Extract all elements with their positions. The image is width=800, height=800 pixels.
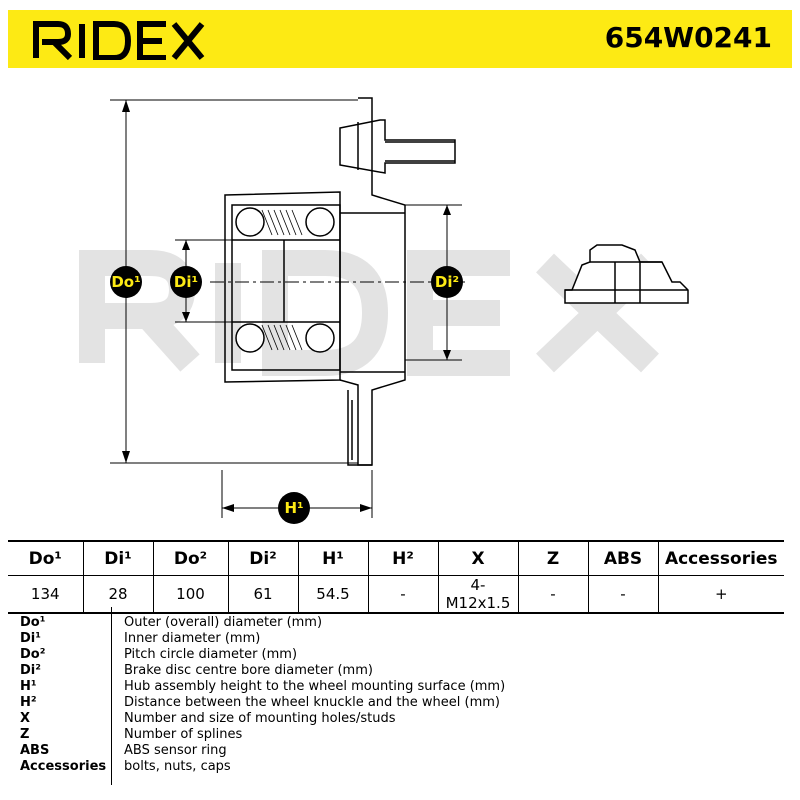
table-cell: 54.5 bbox=[297, 575, 368, 614]
legend-item: Accessories bolts, nuts, caps bbox=[8, 759, 792, 775]
legend-item: H¹ Hub assembly height to the wheel mount… bbox=[8, 679, 792, 695]
legend-abbr: H¹ bbox=[20, 679, 37, 694]
column-header: X bbox=[437, 540, 518, 576]
table-row: 134 28 100 61 54.5 - 4-M12x1.5 - - + bbox=[8, 575, 784, 614]
column-header: H² bbox=[367, 540, 438, 576]
legend-item: Do¹ Outer (overall) diameter (mm) bbox=[8, 615, 792, 631]
legend-desc: Pitch circle diameter (mm) bbox=[124, 647, 298, 662]
column-header: Do¹ bbox=[8, 540, 83, 576]
table-header-row: Do¹ Di¹ Do² Di² H¹ H² X Z ABS Accessorie… bbox=[8, 540, 784, 576]
column-header: Accessories bbox=[657, 540, 784, 576]
column-header: Z bbox=[517, 540, 588, 576]
di1-label: Di¹ bbox=[170, 266, 202, 298]
legend-desc: Outer (overall) diameter (mm) bbox=[124, 615, 323, 630]
column-header: Di¹ bbox=[82, 540, 153, 576]
h1-label: H¹ bbox=[278, 492, 310, 524]
column-header: ABS bbox=[587, 540, 658, 576]
legend-abbr: Accessories bbox=[20, 759, 107, 774]
legend-divider bbox=[111, 607, 112, 785]
legend-abbr: Di² bbox=[20, 663, 41, 678]
part-number: 654W0241 bbox=[604, 21, 772, 54]
legend-abbr: Z bbox=[20, 727, 30, 742]
ridex-logo bbox=[33, 21, 205, 60]
legend-item: Z Number of splines bbox=[8, 727, 792, 743]
table-cell: 134 bbox=[8, 575, 83, 614]
table-cell: 61 bbox=[227, 575, 298, 614]
legend-desc: Number and size of mounting holes/studs bbox=[124, 711, 396, 726]
di2-label: Di² bbox=[431, 266, 463, 298]
table-cell: 100 bbox=[152, 575, 228, 614]
table-cell: - bbox=[367, 575, 438, 614]
legend-desc: bolts, nuts, caps bbox=[124, 759, 231, 774]
legend-abbr: X bbox=[20, 711, 31, 726]
legend-desc: Inner diameter (mm) bbox=[124, 631, 261, 646]
header-bar: 654W0241 bbox=[8, 10, 792, 68]
legend-desc: Hub assembly height to the wheel mountin… bbox=[124, 679, 506, 694]
nut-drawing bbox=[564, 244, 689, 304]
column-header: Di² bbox=[227, 540, 298, 576]
table-cell: - bbox=[587, 575, 658, 614]
table-cell: - bbox=[517, 575, 588, 614]
legend-desc: Distance between the wheel knuckle and t… bbox=[124, 695, 500, 710]
legend-desc: Brake disc centre bore diameter (mm) bbox=[124, 663, 373, 678]
legend: Do¹ Outer (overall) diameter (mm) Di¹ Inne… bbox=[8, 607, 792, 785]
legend-abbr: H² bbox=[20, 695, 37, 710]
do1-label: Do¹ bbox=[110, 266, 142, 298]
table-cell: 4-M12x1.5 bbox=[437, 575, 518, 614]
legend-desc: Number of splines bbox=[124, 727, 243, 742]
legend-item: X Number and size of mounting holes/studs bbox=[8, 711, 792, 727]
legend-abbr: ABS bbox=[20, 743, 50, 758]
legend-abbr: Do¹ bbox=[20, 615, 46, 630]
legend-item: Di² Brake disc centre bore diameter (mm) bbox=[8, 663, 792, 679]
table-cell: + bbox=[657, 575, 784, 614]
legend-item: Di¹ Inner diameter (mm) bbox=[8, 631, 792, 647]
legend-abbr: Do² bbox=[20, 647, 46, 662]
legend-item: H² Distance between the wheel knuckle and… bbox=[8, 695, 792, 711]
technical-drawing bbox=[79, 97, 689, 518]
legend-item: ABS ABS sensor ring bbox=[8, 743, 792, 759]
legend-abbr: Di¹ bbox=[20, 631, 41, 646]
table-cell: 28 bbox=[82, 575, 153, 614]
column-header: H¹ bbox=[297, 540, 368, 576]
column-header: Do² bbox=[152, 540, 228, 576]
ridex-watermark bbox=[79, 250, 659, 376]
legend-desc: ABS sensor ring bbox=[124, 743, 227, 758]
specification-table: Do¹ Di¹ Do² Di² H¹ H² X Z ABS Accessorie… bbox=[8, 540, 784, 614]
legend-item: Do² Pitch circle diameter (mm) bbox=[8, 647, 792, 663]
